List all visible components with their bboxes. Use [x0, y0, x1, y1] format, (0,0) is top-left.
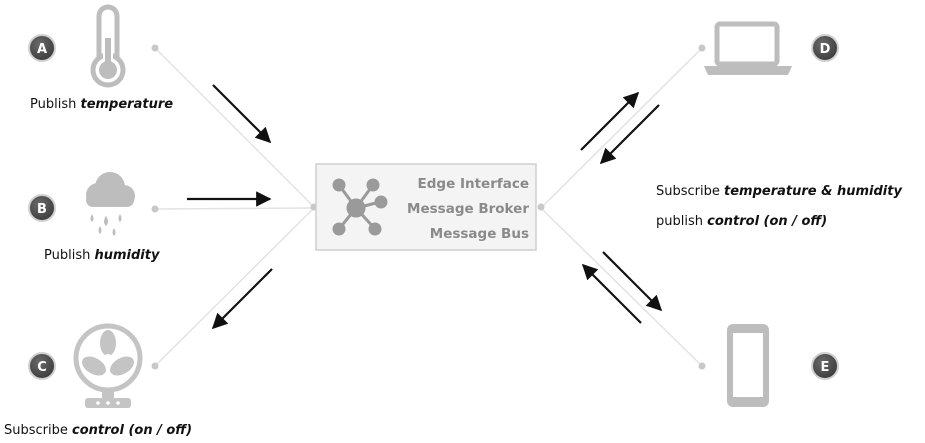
badge-e: E [811, 352, 839, 380]
line-d [540, 47, 703, 209]
smartphone-icon [727, 324, 769, 407]
broker-label-3: Message Bus [429, 226, 529, 242]
flow-arrows [187, 84, 663, 330]
svg-text:D: D [820, 42, 831, 57]
arrow-e-to-broker [581, 263, 642, 324]
line-b [154, 207, 315, 210]
endpoint-dots [151, 44, 706, 370]
label-d-line1: Subscribe temperature & humidity [656, 184, 902, 199]
line-e [540, 207, 703, 367]
svg-text:B: B [37, 202, 47, 217]
thermometer-icon [90, 4, 126, 88]
svg-text:E: E [821, 360, 830, 375]
badge-d: D [811, 34, 839, 62]
hub-network-icon [332, 178, 388, 236]
line-c [154, 207, 315, 367]
label-b: Publish humidity [44, 248, 160, 263]
arrow-d-to-broker [599, 104, 660, 165]
label-d-line2: publish control (on / off) [656, 214, 828, 229]
badge-c: C [28, 352, 56, 380]
line-a [154, 47, 315, 208]
arrow-broker-to-e [602, 251, 663, 312]
laptop-icon [704, 21, 792, 75]
broker-label-1: Edge Interface [417, 176, 529, 192]
svg-text:A: A [37, 42, 47, 57]
arrow-a-to-broker [212, 84, 272, 144]
arrow-broker-to-c [211, 268, 273, 330]
arrow-broker-to-d [580, 91, 640, 151]
broker-label-2: Message Broker [407, 201, 529, 217]
label-a: Publish temperature [30, 97, 174, 112]
svg-text:C: C [37, 360, 47, 375]
fan-icon [73, 323, 143, 408]
label-c: Subscribe control (on / off) [4, 423, 193, 438]
connection-lines [154, 47, 703, 367]
message-broker [315, 163, 537, 251]
badge-a: A [28, 34, 56, 62]
rain-cloud-icon [86, 172, 135, 236]
badge-b: B [28, 194, 56, 222]
